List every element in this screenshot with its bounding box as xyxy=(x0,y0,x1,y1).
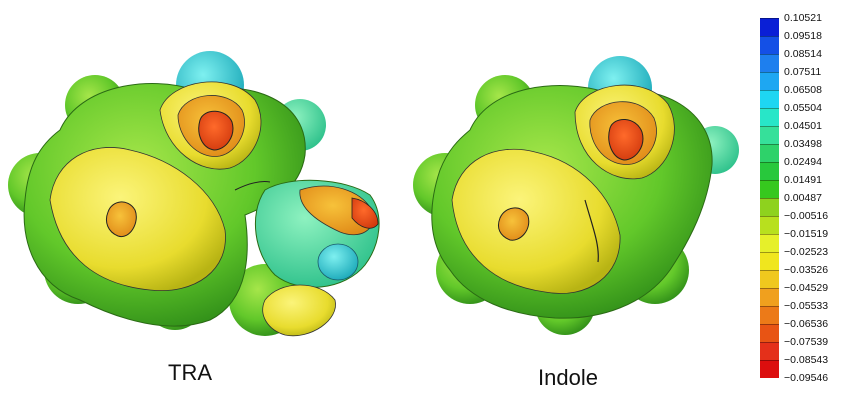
color-scale-swatch xyxy=(760,234,779,252)
tra-surface xyxy=(8,51,380,337)
color-scale-tick-label: −0.09546 xyxy=(784,372,829,384)
color-scale-tick-label: −0.04529 xyxy=(784,282,829,294)
color-scale-tick-label: 0.06508 xyxy=(784,84,822,96)
color-scale-swatch xyxy=(760,288,779,306)
color-scale-swatch xyxy=(760,90,779,108)
color-scale-tick-label: 0.03498 xyxy=(784,138,822,150)
color-scale-swatch xyxy=(760,162,779,180)
color-scale-tick-label: −0.06536 xyxy=(784,318,829,330)
color-scale-tick-label: −0.03526 xyxy=(784,264,829,276)
color-scale-tick-label: 0.05504 xyxy=(784,102,822,114)
color-scale-swatch xyxy=(760,72,779,90)
color-scale-tick-label: 0.04501 xyxy=(784,120,822,132)
color-scale-swatch xyxy=(760,144,779,162)
color-scale-swatch xyxy=(760,216,779,234)
color-scale-swatch xyxy=(760,342,779,360)
color-scale-swatch xyxy=(760,180,779,198)
color-scale-tick-label: −0.05533 xyxy=(784,300,829,312)
indole-label: Indole xyxy=(538,365,598,390)
color-scale-tick-label: −0.07539 xyxy=(784,336,829,348)
color-scale-swatch xyxy=(760,54,779,72)
color-scale-swatch xyxy=(760,36,779,54)
color-scale-swatch xyxy=(760,108,779,126)
color-scale-tick-label: 0.09518 xyxy=(784,30,822,42)
color-scale-tick-label: −0.08543 xyxy=(784,354,829,366)
indole-surface xyxy=(413,56,739,335)
color-scale-tick-label: 0.07511 xyxy=(784,66,822,78)
tra-label: TRA xyxy=(168,360,212,385)
color-scale-bar xyxy=(760,18,779,378)
color-scale-tick-label: 0.08514 xyxy=(784,48,822,60)
color-scale-swatch xyxy=(760,126,779,144)
color-scale-swatch xyxy=(760,270,779,288)
color-scale-tick-label: −0.02523 xyxy=(784,246,829,258)
color-scale-swatch xyxy=(760,324,779,342)
color-scale-tick-label: 0.02494 xyxy=(784,156,822,168)
color-scale-tick-label: 0.01491 xyxy=(784,174,822,186)
color-scale-tick-label: 0.00487 xyxy=(784,192,822,204)
color-scale-swatch xyxy=(760,306,779,324)
color-scale-swatch xyxy=(760,198,779,216)
color-scale-tick-label: 0.10521 xyxy=(784,12,822,24)
color-scale-tick-label: −0.00516 xyxy=(784,210,829,222)
color-scale-legend: 0.10521 0.09518 0.08514 0.07511 0.06508 0.055… xyxy=(760,12,846,398)
color-scale-swatch xyxy=(760,252,779,270)
color-scale-swatch xyxy=(760,360,779,378)
color-scale-swatch xyxy=(760,18,779,36)
color-scale-tick-label: −0.01519 xyxy=(784,228,829,240)
molecule-surfaces xyxy=(8,51,739,337)
